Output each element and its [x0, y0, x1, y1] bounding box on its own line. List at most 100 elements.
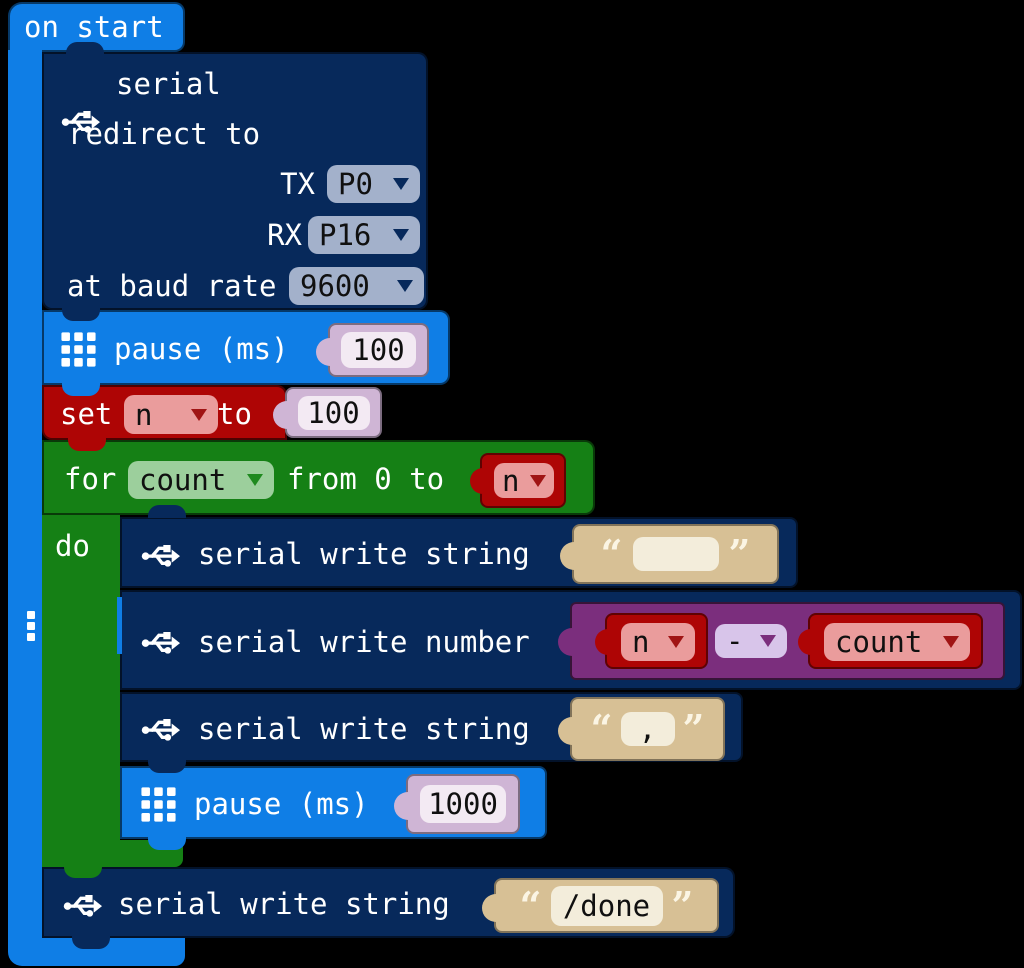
do-label: do: [55, 529, 90, 563]
open-quote: “: [600, 531, 623, 576]
baud-label: at baud rate: [67, 269, 277, 303]
puzzle-notch: [68, 438, 106, 451]
tx-pin-value: P0: [338, 167, 373, 201]
rx-pin-dropdown[interactable]: P16: [308, 216, 420, 254]
pause-label: pause (ms): [114, 332, 289, 366]
serial-write-string-label: serial write string: [198, 712, 530, 746]
serial-redirect-block[interactable]: serial redirect to TX P0 RX P16 at baud …: [42, 52, 428, 310]
open-quote: “: [519, 882, 542, 928]
serial-write-string-block-1[interactable]: serial write string “ ”: [120, 517, 798, 588]
variable-dropdown-n[interactable]: n: [124, 395, 218, 434]
hidden-block-sliver: [117, 597, 122, 654]
puzzle-notch: [62, 308, 100, 321]
serial-setup-line1: serial: [116, 67, 221, 101]
baud-rate-dropdown[interactable]: 9600: [289, 267, 424, 305]
usb-icon: [60, 106, 100, 143]
serial-setup-line2: redirect to: [68, 117, 261, 151]
grid-icon: [140, 786, 177, 830]
string-field[interactable]: ,: [620, 712, 675, 746]
dropdown-arrow-icon: [393, 229, 409, 241]
operator-dropdown[interactable]: -: [715, 624, 787, 658]
variable-name: n: [632, 625, 650, 659]
for-loop-header[interactable]: for count from 0 to n: [42, 440, 595, 515]
puzzle-tab: [595, 629, 608, 655]
usb-icon: [62, 890, 102, 927]
serial-write-string-block-3[interactable]: serial write string “ /done ”: [42, 867, 735, 938]
tx-pin-dropdown[interactable]: P0: [327, 165, 420, 203]
math-subtract-block[interactable]: n - count: [558, 602, 1005, 680]
string-shadow[interactable]: “ , ”: [558, 697, 725, 761]
dropdown-arrow-icon: [397, 280, 413, 292]
operator-value: -: [726, 624, 744, 658]
dropdown-arrow-icon: [247, 474, 263, 486]
on-start-label: on start: [24, 10, 164, 44]
puzzle-tab: [798, 629, 811, 655]
on-start-left-bar[interactable]: [8, 50, 42, 940]
serial-write-string-label: serial write string: [198, 537, 530, 571]
variable-block-n[interactable]: n: [595, 613, 708, 669]
pause-duration-field[interactable]: 1000: [420, 785, 506, 823]
string-field[interactable]: /done: [550, 885, 663, 926]
dropdown-arrow-icon: [393, 178, 409, 190]
set-value-shadow[interactable]: 100: [273, 387, 382, 438]
puzzle-tab: [470, 468, 483, 494]
string-shadow[interactable]: “ /done ”: [482, 878, 719, 933]
serial-write-number-block[interactable]: serial write number n - count: [120, 590, 1022, 690]
puzzle-notch: [148, 837, 186, 850]
set-label: set: [60, 397, 113, 431]
puzzle-tab: [558, 628, 573, 656]
bound-variable-dropdown[interactable]: n: [494, 463, 554, 498]
baud-rate-value: 9600: [300, 269, 370, 303]
pause-duration-field[interactable]: 100: [341, 332, 416, 368]
dropdown-arrow-icon: [668, 636, 684, 648]
loop-variable-dropdown[interactable]: count: [128, 461, 274, 499]
puzzle-tab: [558, 717, 573, 745]
string-field[interactable]: [632, 537, 719, 571]
variable-count-dropdown[interactable]: count: [824, 623, 970, 661]
puzzle-notch: [72, 936, 110, 949]
close-quote: ”: [682, 706, 705, 751]
close-quote: ”: [728, 531, 751, 576]
puzzle-notch: [148, 760, 186, 773]
rx-pin-value: P16: [319, 218, 372, 252]
for-loop-spine[interactable]: do: [42, 515, 120, 840]
hidden-grid-icon-fragment: [27, 611, 35, 644]
puzzle-notch: [62, 383, 100, 396]
puzzle-tab: [394, 792, 409, 820]
pause-block-1000[interactable]: pause (ms) 1000: [120, 766, 547, 839]
grid-icon: [60, 331, 97, 375]
variable-n-dropdown[interactable]: n: [621, 623, 695, 661]
serial-write-string-block-2[interactable]: serial write string “ , ”: [120, 692, 743, 762]
from-zero-to-label: from 0 to: [287, 462, 445, 496]
open-quote: “: [590, 706, 613, 751]
puzzle-tab: [316, 338, 331, 366]
puzzle-tab: [560, 542, 575, 570]
variable-block-count[interactable]: count: [798, 613, 983, 669]
loop-bound-variable-block[interactable]: n: [470, 453, 566, 508]
string-shadow[interactable]: “ ”: [560, 524, 779, 584]
dropdown-arrow-icon: [191, 408, 207, 421]
set-value-field[interactable]: 100: [297, 395, 370, 430]
rx-label: RX: [267, 218, 302, 252]
puzzle-notch: [66, 42, 104, 55]
puzzle-notch: [64, 865, 102, 878]
dropdown-arrow-icon: [943, 636, 959, 648]
pause-duration-shadow[interactable]: 1000: [394, 774, 520, 834]
dropdown-arrow-icon: [760, 635, 776, 647]
pause-duration-shadow[interactable]: 100: [316, 323, 429, 377]
pause-label: pause (ms): [194, 787, 369, 821]
variable-name: n: [135, 397, 153, 432]
close-quote: ”: [671, 882, 694, 928]
loop-variable-name: count: [139, 463, 227, 497]
puzzle-tab: [482, 894, 497, 922]
serial-write-number-label: serial write number: [198, 625, 530, 659]
to-label: to: [217, 397, 252, 431]
dropdown-arrow-icon: [530, 474, 546, 487]
variable-name: count: [835, 625, 923, 659]
puzzle-tab: [273, 401, 288, 429]
pause-block-100[interactable]: pause (ms) 100: [42, 310, 450, 385]
usb-icon: [140, 714, 180, 751]
bound-variable-name: n: [502, 463, 520, 498]
serial-write-string-label: serial write string: [118, 887, 450, 921]
